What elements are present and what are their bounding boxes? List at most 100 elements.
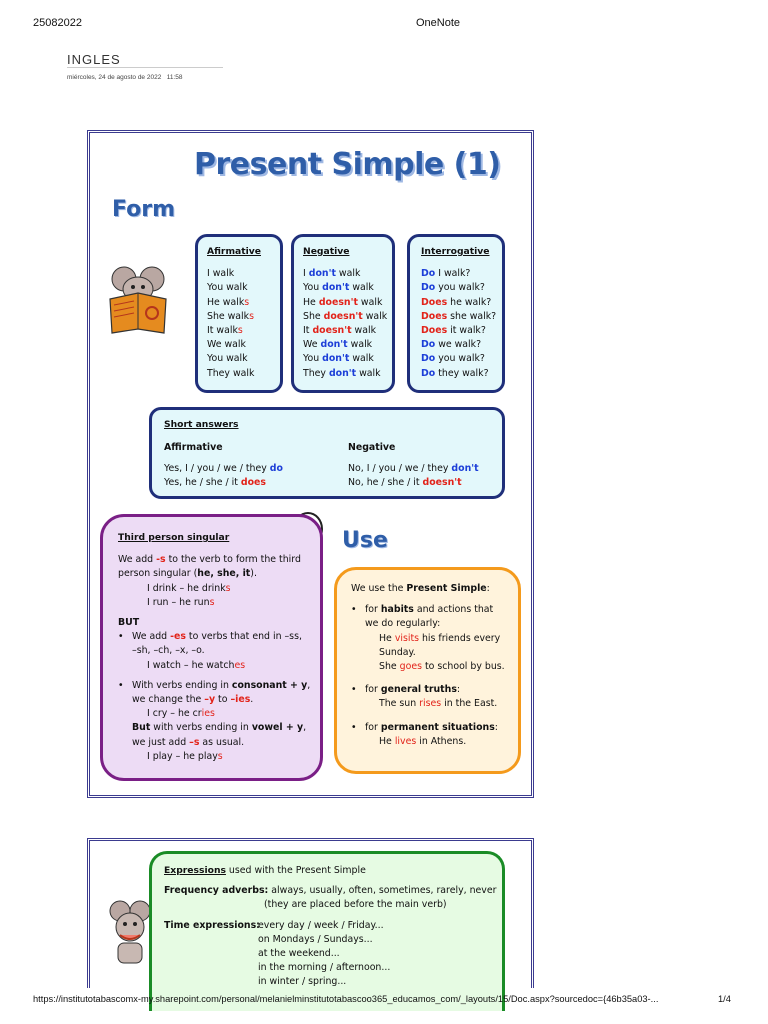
use-ex4-a: He [379,735,395,747]
neg-verb: walk [360,296,383,308]
short-answers-heading: Short answers [164,419,239,430]
tp-ex5: I play – he play [147,750,218,762]
affirmative-line: They walk [207,367,261,381]
print-date-header: 25082022 [33,17,82,29]
tp-ex1: I drink – he drink [147,582,226,594]
neg-aux: don't [308,268,336,280]
use-ex1-verb: visits [394,632,420,644]
negative-line: You don't walk [303,281,387,295]
tp-ex5-suffix: s [217,750,223,762]
aff-base: It walk [207,325,238,337]
neg-aux: don't [322,353,350,365]
tp-but: BUT [118,617,140,629]
short-answers-box: Short answers Affirmative Negative Yes, … [149,407,505,499]
use-ex1-line2: Sunday. [379,646,416,658]
aff-base: I walk [207,268,235,280]
use-ex2-b: to school by bus. [421,661,505,673]
affirmative-heading: Afirmative [207,246,261,257]
negative-line: He doesn't walk [303,296,387,310]
form-heading: Form [112,197,176,222]
time-expressions-label: Time expressions: [164,919,260,931]
tp-ex2: I run – he run [147,596,210,608]
app-name-header: OneNote [416,17,461,29]
neg-subject: We [303,339,318,351]
short-neg1-aux: don't [451,463,479,474]
aff-suffix: s [237,325,243,337]
int-aux: Do [421,282,436,294]
interrogative-line: Do you walk? [421,352,496,366]
use-u1-a: for [365,604,381,616]
affirmative-line: I walk [207,267,261,281]
freq-adverbs-note: (they are placed before the main verb) [264,899,447,911]
tp-b1-a: We add [132,631,171,643]
use-u1-c: and actions that [413,604,494,616]
int-aux: Does [421,325,448,337]
tp-intro-b: to the verb to form the third [165,554,301,566]
int-aux: Does [421,296,448,308]
use-u2-a: for [365,684,381,696]
use-intro-a: We use the [351,583,407,594]
tp-ex4-suffix: ies [201,708,215,720]
time-expression-item: in the morning / afternoon... [258,962,391,974]
tp-b3-l2a: we just add [132,736,190,748]
tp-intro2-a: person singular ( [118,568,198,580]
use-u1-line2: we do regularly: [365,618,441,630]
aff-suffix: s [244,296,250,308]
page-title[interactable]: INGLES [67,52,121,67]
int-rest: you walk? [438,282,485,294]
page-date: miércoles, 24 de agosto de 2022 11:58 [67,74,183,81]
time-expressions-list: every day / week / Friday...on Mondays /… [258,919,390,990]
neg-subject: You [303,353,320,365]
use-ex2-a: She [379,661,400,673]
short-neg2-text: No, he / she / it [348,477,420,489]
worksheet-image-2: Expressions used with the Present Simple… [87,838,534,1011]
neg-verb: walk [365,310,388,322]
negative-line: She doesn't walk [303,310,387,324]
aff-base: You walk [207,282,248,294]
interrogative-line: Do I walk? [421,267,496,281]
page-time-text: 11:58 [166,74,183,81]
aff-base: We walk [207,339,246,351]
negative-line: They don't walk [303,367,387,381]
tp-b2-a: With verbs ending in [132,679,232,691]
neg-aux: doesn't [323,310,363,322]
affirmative-line: He walks [207,296,261,310]
aff-suffix: s [249,310,254,322]
affirmative-line: It walks [207,324,261,338]
tp-b3-s: –s [189,736,200,748]
use-ex2-verb: goes [399,661,422,673]
neg-aux: don't [328,367,357,379]
tp-b2-y: –y [204,694,216,706]
neg-aux: don't [320,339,348,351]
use-ex3-a: The sun [379,698,420,710]
negative-line: I don't walk [303,267,387,281]
int-rest: we walk? [438,339,482,351]
mouse-character-illustration [109,900,151,964]
interrogative-box: Interrogative Do I walk?Do you walk?Does… [407,234,505,393]
use-intro-b: Present Simple [406,583,487,594]
expressions-heading: Expressions [164,865,226,876]
use-ex3-verb: rises [419,698,442,710]
expressions-box: Expressions used with the Present Simple… [149,851,505,1011]
page-number: 1/4 [718,994,731,1004]
tp-intro2-c: ). [250,568,257,580]
neg-subject: She [303,310,321,322]
use-ex1-b: his friends every [419,632,501,644]
page-date-text: miércoles, 24 de agosto de 2022 [67,74,162,81]
use-ex1-a: He [379,632,395,644]
short-aff1-aux: do [269,463,283,474]
neg-aux: doesn't [312,325,352,337]
tp-intro2-b: he, she, it [197,568,251,580]
short-aff1-text: Yes, I / you / we / they [164,463,267,474]
int-rest: I walk? [438,268,471,280]
neg-verb: walk [338,268,361,280]
neg-subject: They [303,367,326,379]
tp-b1-line2: –sh, –ch, –x, –o. [132,645,205,657]
affirmative-line: You walk [207,281,261,295]
title-underline [67,67,223,68]
short-aff2-text: Yes, he / she / it [164,477,238,489]
worksheet-title: Present Simple (1) [194,147,501,182]
